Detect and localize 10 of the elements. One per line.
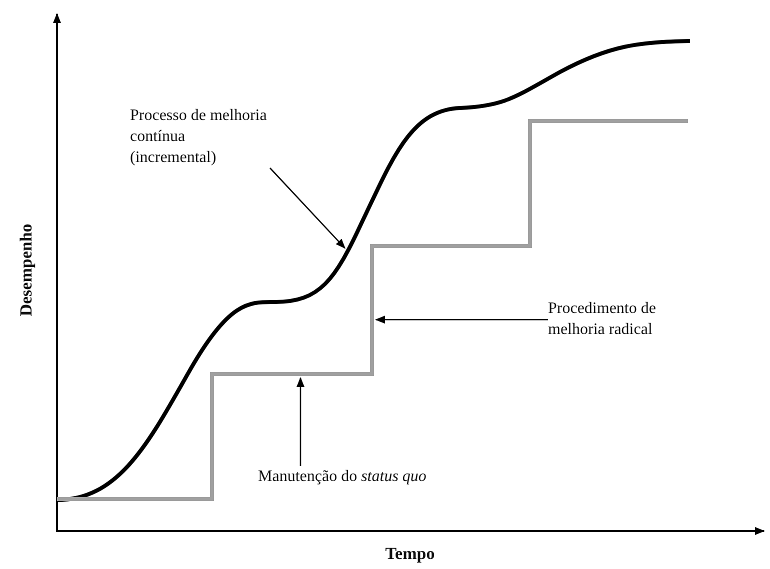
leader-arrow xyxy=(375,316,548,324)
axis-label: Tempo xyxy=(385,543,435,564)
step-line xyxy=(57,119,688,501)
leader-arrow xyxy=(296,377,304,466)
axis-label: Desempenho xyxy=(16,224,36,316)
leader-arrow xyxy=(270,168,346,249)
performance-curve xyxy=(56,39,690,502)
callout-text: Manutenção do status quo xyxy=(258,466,518,487)
callout-text: Processo de melhoria contínua (incremental) xyxy=(130,105,270,168)
callout-text: Procedimento de melhoria radical xyxy=(548,298,708,340)
